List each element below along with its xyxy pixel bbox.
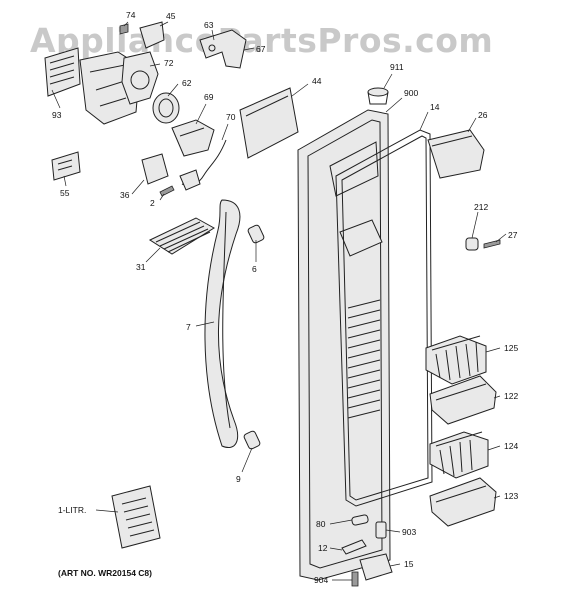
part-15-actuator [359, 553, 393, 581]
part-63-bracket [199, 29, 247, 69]
part-70-wire [179, 139, 227, 191]
callout-80: 80 [316, 519, 326, 529]
part-123-bin [429, 477, 497, 527]
callout-31: 31 [136, 262, 146, 272]
leader-lines [51, 21, 507, 581]
part-55-switch [51, 151, 81, 181]
part-69-chute [171, 119, 215, 157]
callout-36: 36 [120, 190, 130, 200]
part-80-fitting [351, 514, 369, 526]
part-122-bin [429, 375, 497, 425]
callout-6: 6 [252, 264, 257, 274]
callout-63: 63 [204, 20, 214, 30]
callout-26: 26 [478, 110, 488, 120]
part-212-knob [465, 237, 479, 251]
callout-125: 125 [504, 343, 518, 353]
part-6-spring [247, 224, 265, 244]
part-124-wire-shelf [429, 431, 489, 479]
callout-900: 900 [404, 88, 418, 98]
callout-15: 15 [404, 559, 414, 569]
watermark-text: AppliancePartsPros.com [30, 21, 493, 60]
part-903-valve [375, 521, 387, 539]
callout-1-litr: 1-LITR. [58, 505, 86, 515]
callout-labels: 74 45 63 67 93 72 62 69 70 44 911 900 14… [52, 10, 518, 585]
callout-72: 72 [164, 58, 174, 68]
callout-904: 904 [314, 575, 328, 585]
callout-14: 14 [430, 102, 440, 112]
callout-69: 69 [204, 92, 214, 102]
art-number: (ART NO. WR20154 C8) [58, 568, 152, 578]
part-125-wire-shelf [425, 335, 487, 385]
callout-7: 7 [186, 322, 191, 332]
part-45-bracket [139, 21, 165, 49]
callout-911: 911 [390, 62, 404, 72]
callout-9: 9 [236, 474, 241, 484]
callout-70: 70 [226, 112, 236, 122]
part-27-screw [483, 239, 501, 249]
part-31-grille [148, 217, 215, 255]
callout-122: 122 [504, 391, 518, 401]
part-36-actuator [141, 153, 169, 185]
callout-74: 74 [126, 10, 136, 20]
part-9-spring [243, 430, 261, 450]
callout-45: 45 [166, 11, 176, 21]
callout-212: 212 [474, 202, 488, 212]
callout-903: 903 [402, 527, 416, 537]
part-1-litr-manual [111, 485, 161, 549]
part-12-bracket [341, 539, 367, 555]
callout-62: 62 [182, 78, 192, 88]
part-62-ring [152, 92, 180, 124]
part-44-panel [239, 87, 299, 159]
part-900-door [297, 109, 391, 581]
callout-123: 123 [504, 491, 518, 501]
callout-93: 93 [52, 110, 62, 120]
callout-67: 67 [256, 44, 266, 54]
callout-2: 2 [150, 198, 155, 208]
part-74-clip [119, 23, 129, 35]
callout-44: 44 [312, 76, 322, 86]
part-7-handle [204, 199, 241, 448]
part-904-screw [351, 571, 359, 587]
callout-124: 124 [504, 441, 518, 451]
part-72-motor [121, 51, 159, 105]
door-shelf-ribs [347, 299, 381, 419]
callout-12: 12 [318, 543, 328, 553]
callout-55: 55 [60, 188, 70, 198]
callout-27: 27 [508, 230, 518, 240]
part-26-cup [427, 129, 485, 179]
part-2-screw [159, 185, 175, 197]
part-911-cap [367, 87, 389, 105]
